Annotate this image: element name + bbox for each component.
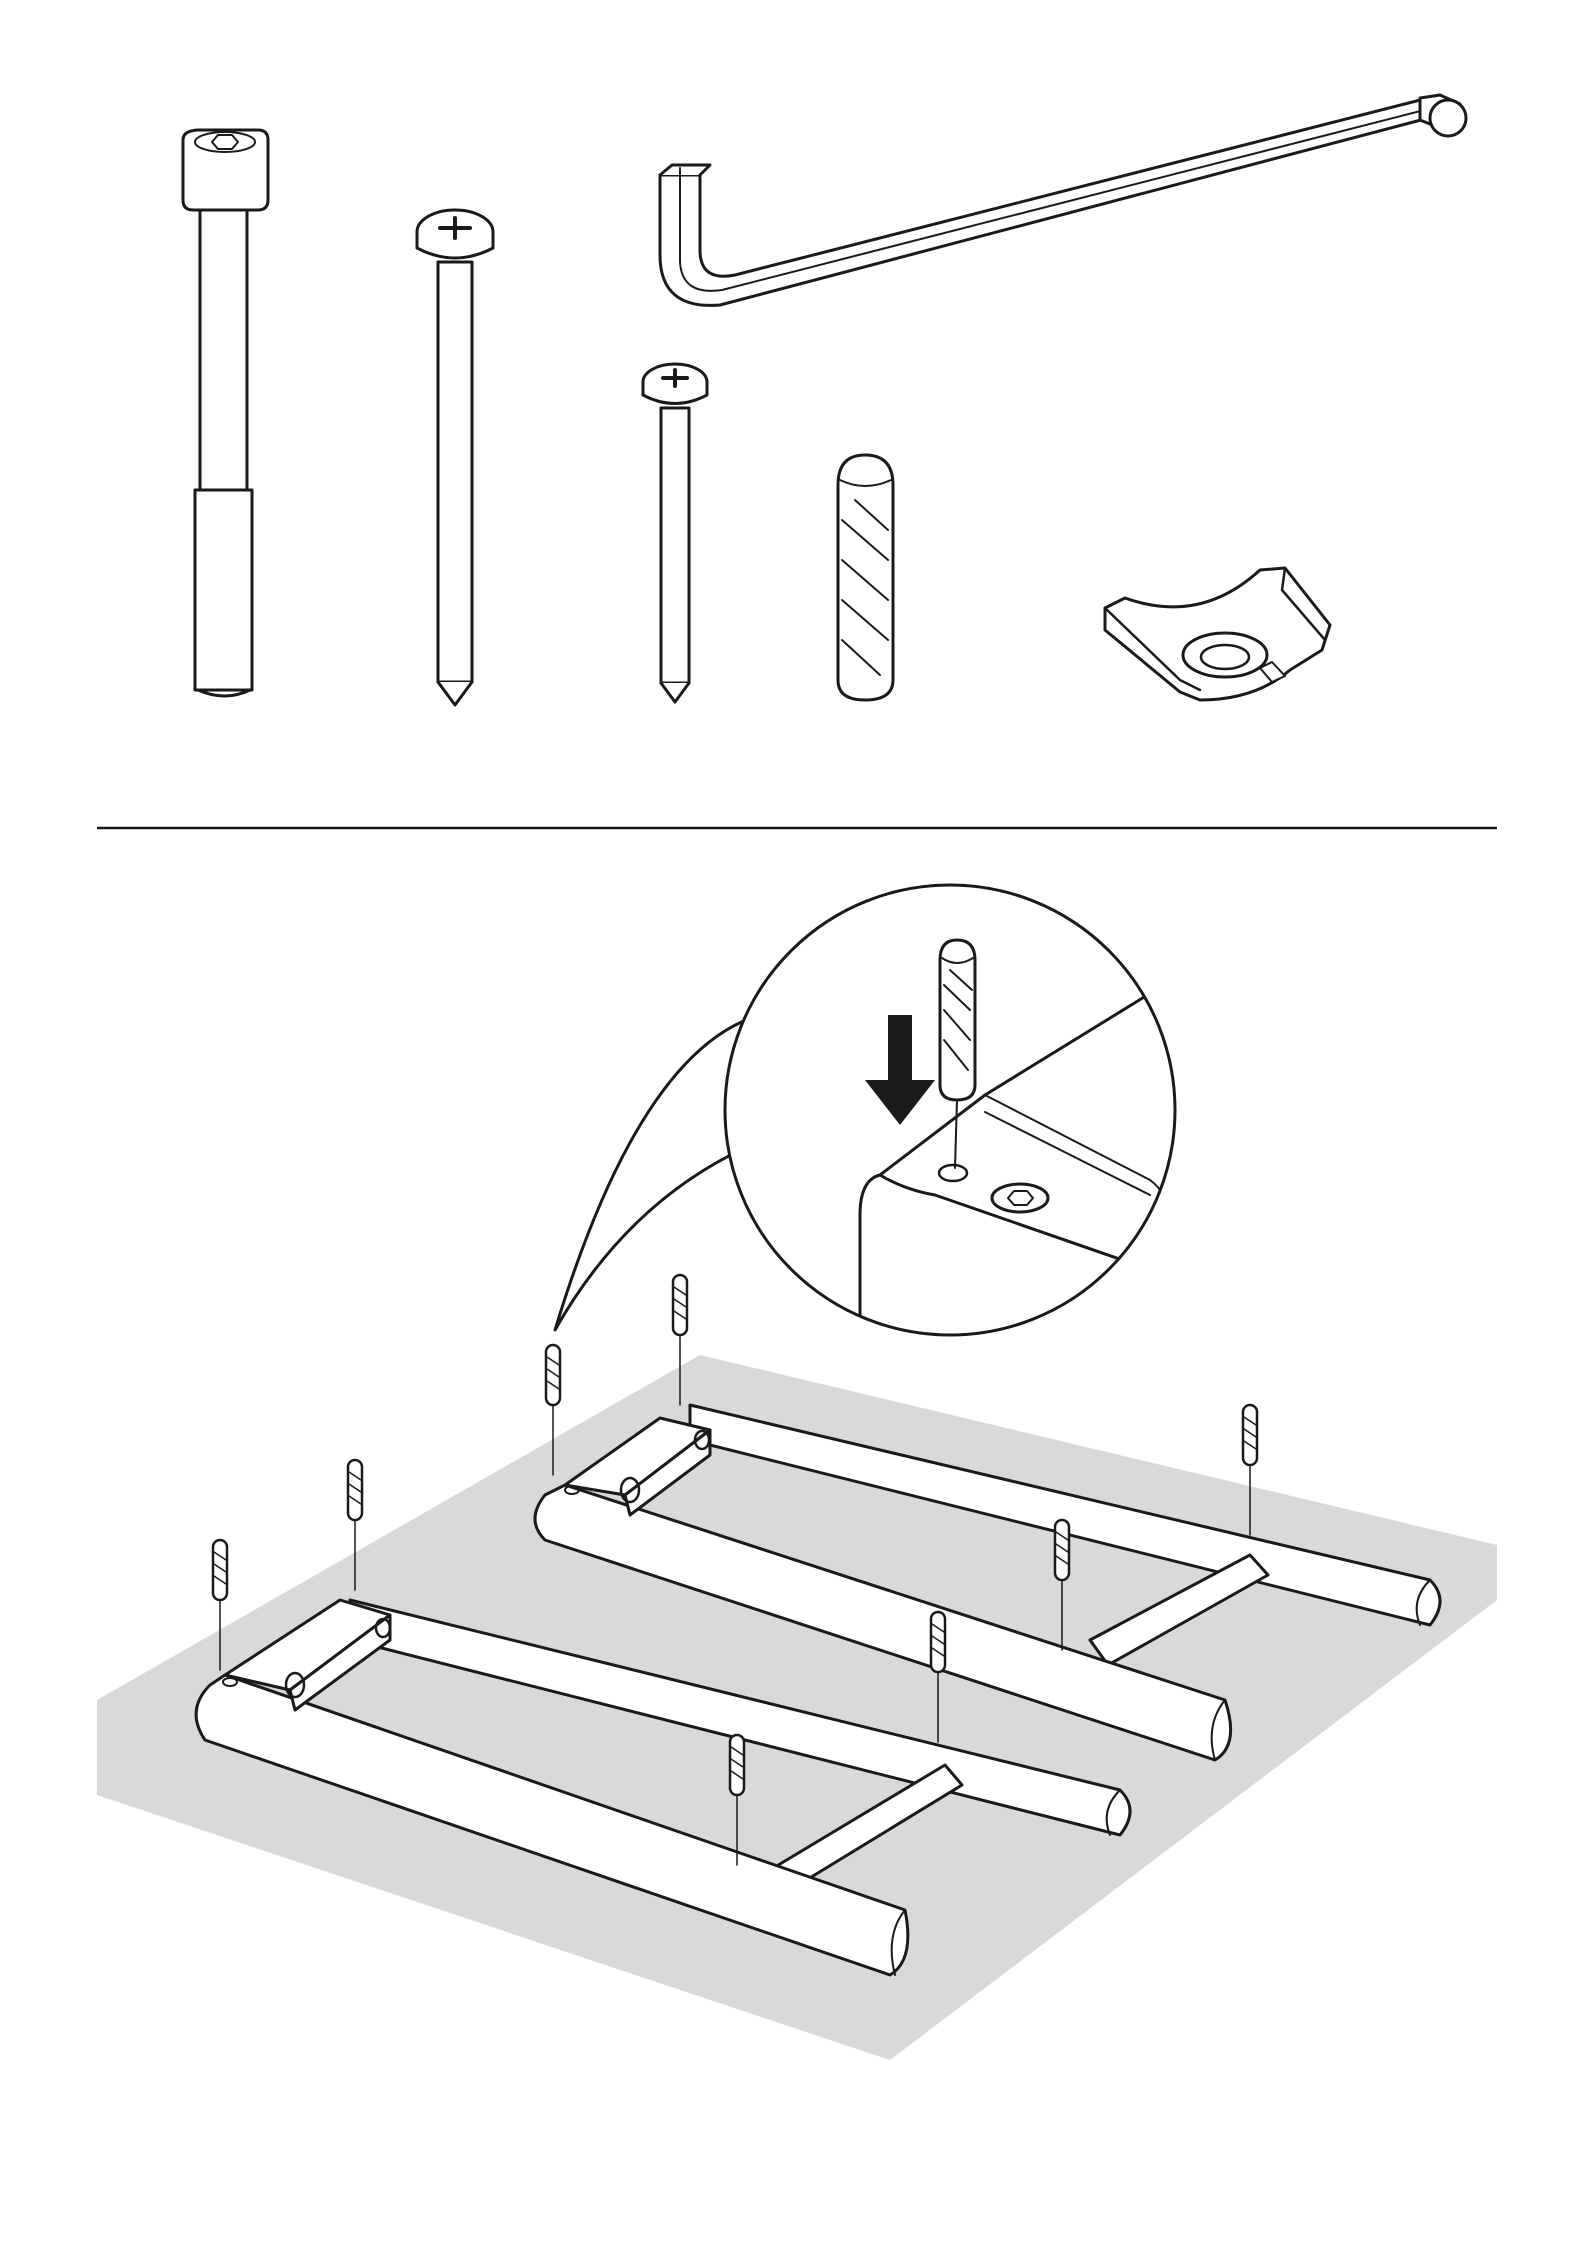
long-wood-screw-icon (417, 210, 493, 705)
short-wood-screw-icon (643, 364, 707, 702)
long-hex-bolt-icon (183, 130, 268, 696)
dowel-insertion-magnifier (555, 885, 1180, 1335)
allen-key-icon (660, 95, 1466, 305)
hardware-parts-row (183, 95, 1466, 705)
assembly-step-illustration (97, 885, 1497, 2060)
wooden-dowel-icon (838, 455, 893, 700)
bracket-washer-icon (1105, 568, 1330, 700)
